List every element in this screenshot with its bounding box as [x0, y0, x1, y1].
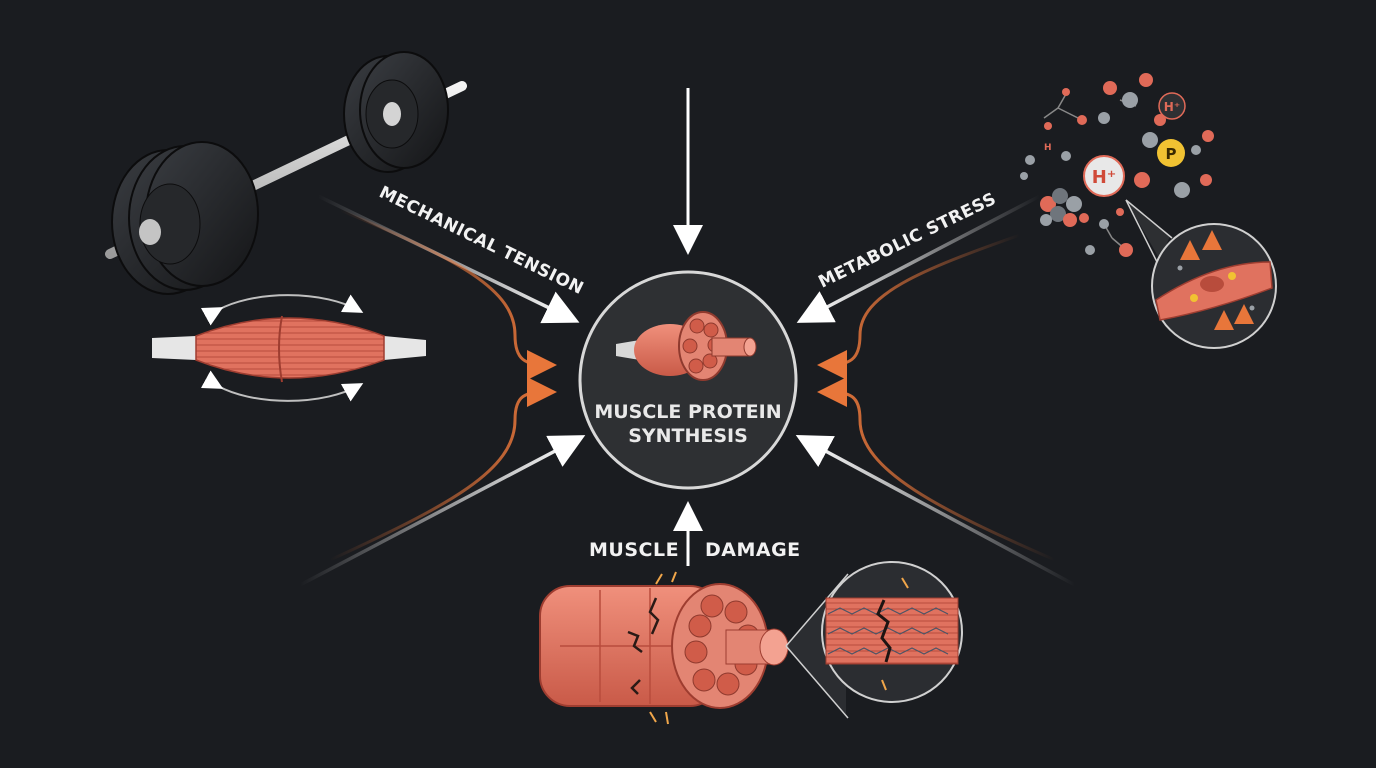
hydrogen-ion-small-label: H⁺ — [1164, 100, 1180, 114]
center-label-line1: MUSCLE PROTEIN — [594, 401, 781, 423]
arrow-lower-right — [795, 435, 1076, 587]
center-circle — [578, 270, 798, 490]
arrow-orange-lower-left — [329, 377, 557, 562]
molecule-cluster-icon: H H⁺ H⁺ P — [1020, 73, 1214, 257]
muscle-cross-section-icon — [616, 311, 757, 381]
hydroxyl-h-label: H — [1044, 143, 1052, 153]
label-damage: DAMAGE — [705, 539, 801, 561]
damaged-muscle-icon — [539, 571, 789, 725]
arrow-lower-left — [299, 435, 586, 587]
center-node: MUSCLE PROTEIN SYNTHESIS — [578, 270, 798, 490]
muscle-tension-icon — [152, 294, 426, 402]
input-arrows — [299, 88, 1076, 587]
arrow-orange-upper-right — [817, 233, 1021, 380]
label-muscle: MUSCLE — [589, 539, 679, 561]
metabolic-magnifier — [1125, 199, 1277, 349]
damage-magnifier — [785, 561, 963, 719]
arrow-metabolic-stress — [796, 194, 1041, 323]
center-label-line2: SYNTHESIS — [628, 425, 748, 447]
arrow-orange-lower-right — [817, 377, 1056, 562]
phosphate-label: P — [1166, 145, 1177, 163]
arrow-orange-upper-left — [339, 208, 557, 380]
barbell-icon — [105, 51, 467, 295]
label-metabolic-stress: METABOLIC STRESS — [815, 189, 999, 293]
hydrogen-ion-large-label: H⁺ — [1092, 167, 1117, 188]
